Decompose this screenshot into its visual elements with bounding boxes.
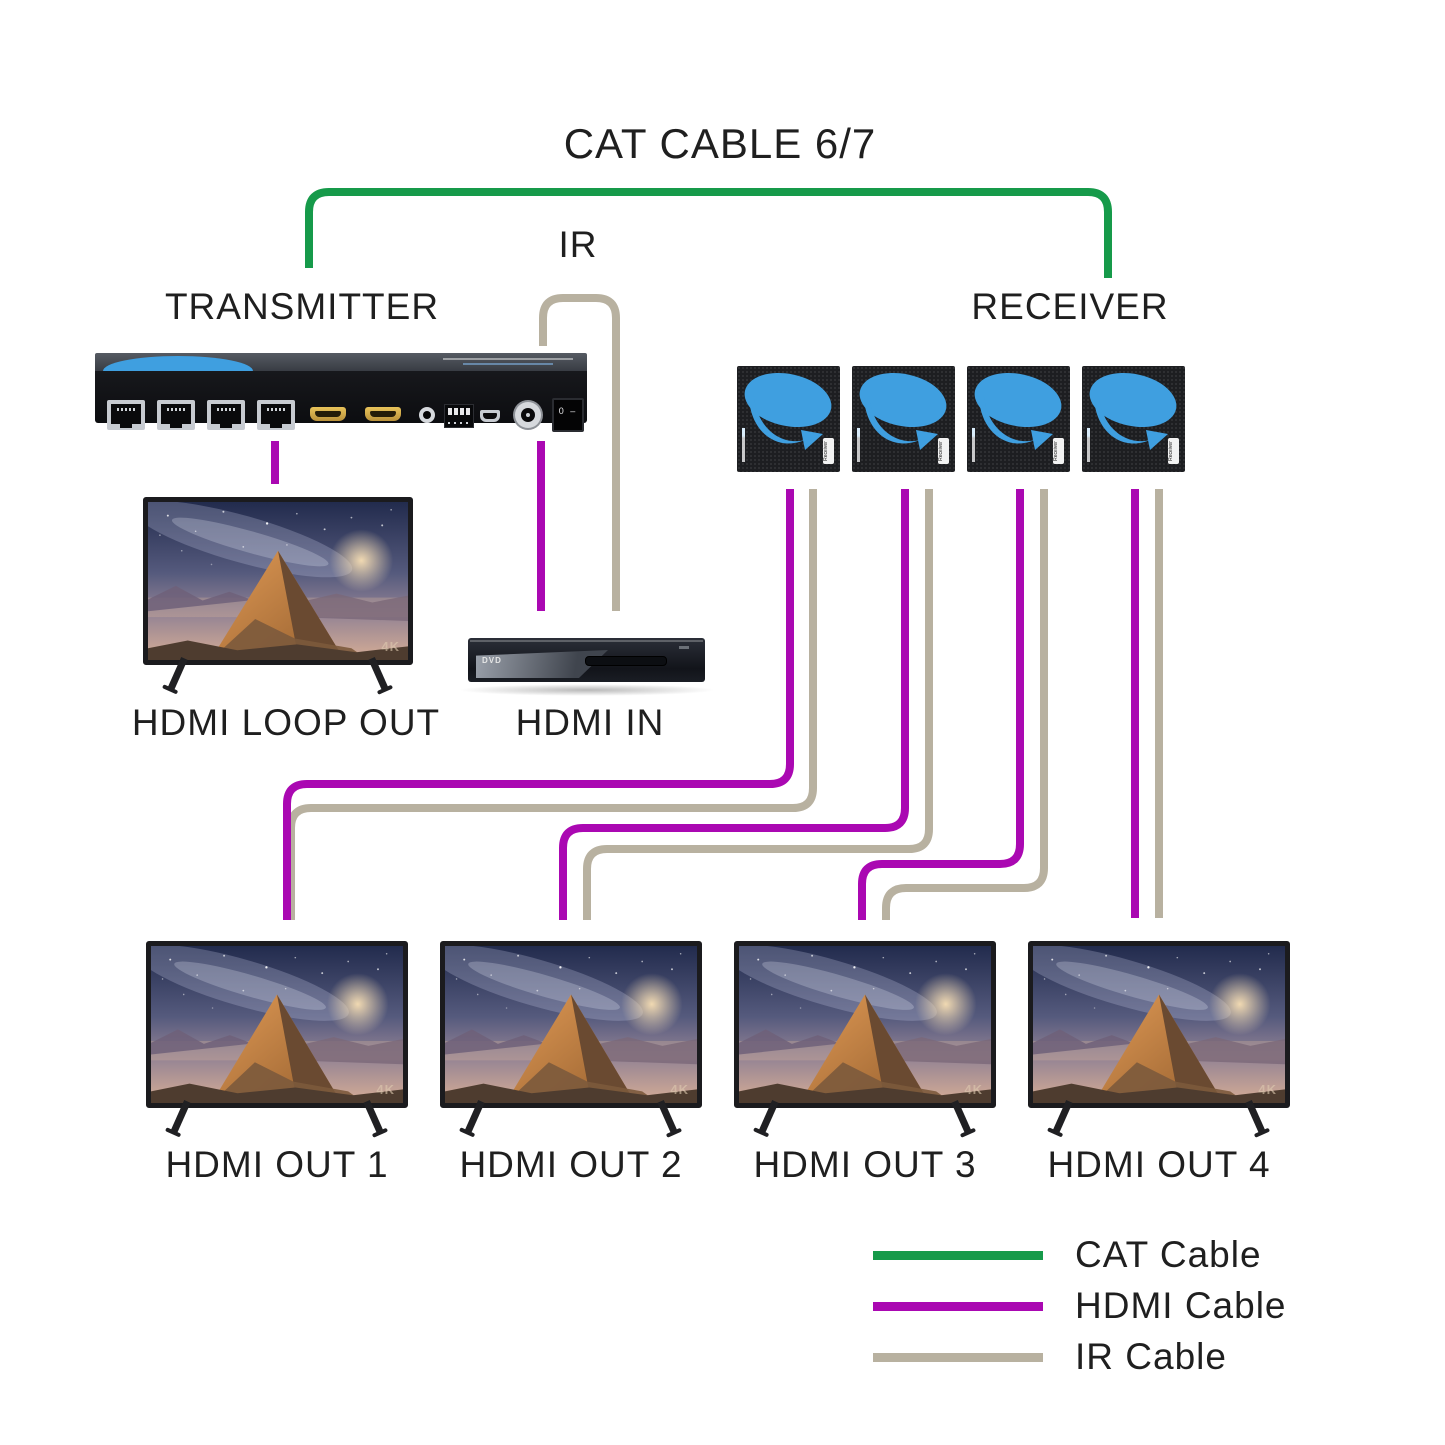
hdmi-loop-out-label: HDMI LOOP OUT — [131, 702, 441, 743]
receiver-badge: Receiver — [1168, 438, 1179, 464]
dip-switch-block — [444, 404, 474, 428]
ir-cable-rx2-to-tv2 — [583, 489, 933, 920]
transmitter-top-print-2 — [463, 363, 553, 365]
ir-jack-port — [419, 407, 435, 423]
receiver-unit-1: Receiver — [737, 365, 840, 472]
ir-cable-legend-label: IR Cable — [1075, 1336, 1227, 1377]
tv-screen-image — [151, 946, 403, 1103]
dvd-shadow — [458, 684, 716, 696]
receiver-side-print — [742, 428, 745, 462]
dc-power-jack — [515, 402, 541, 428]
mini-usb-port — [480, 410, 500, 422]
receiver-label: RECEIVER — [971, 286, 1169, 327]
hdmi-out-4-label: HDMI OUT 4 — [1047, 1144, 1271, 1185]
rj45-port-1 — [107, 400, 145, 430]
transmitter-front-panel: 0 – — [95, 371, 587, 432]
receiver-unit-2: Receiver — [852, 365, 955, 472]
legend-row-ir: IR Cable — [873, 1336, 1287, 1377]
receiver-side-print — [1087, 428, 1090, 462]
brand-logo-ellipse — [103, 356, 253, 371]
ir-cable-tx-to-source — [539, 294, 620, 611]
rj45-port-3 — [207, 400, 245, 430]
tv-hdmi-out-2: 4K — [440, 941, 702, 1134]
tv-hdmi-out-4: 4K — [1028, 941, 1290, 1134]
cat-cable-swatch — [873, 1250, 1043, 1260]
hdmi-out-1-label: HDMI OUT 1 — [165, 1144, 389, 1185]
tv-screen-image — [445, 946, 697, 1103]
power-switch: 0 – — [552, 398, 584, 432]
ir-cable-rx1-to-tv1 — [287, 489, 817, 920]
cat-cable-path — [305, 188, 1112, 278]
tv-4k-watermark: 4K — [964, 1082, 983, 1097]
hdmi-in-label: HDMI IN — [515, 702, 665, 743]
receiver-logo-swoosh — [864, 396, 938, 450]
cable-legend: CAT Cable HDMI Cable IR Cable — [873, 1234, 1287, 1389]
hdmi-loop-out-port — [310, 407, 346, 421]
legend-row-cat: CAT Cable — [873, 1234, 1287, 1275]
ir-cable-rx3-to-tv3 — [882, 489, 1048, 920]
cat-cable-legend-label: CAT Cable — [1075, 1234, 1262, 1275]
receiver-badge: Receiver — [823, 438, 834, 464]
tv-screen-image — [739, 946, 991, 1103]
power-switch-marks: 0 – — [558, 406, 578, 416]
dvd-power-button — [679, 646, 689, 649]
tv-hdmi-out-3: 4K — [734, 941, 996, 1134]
receiver-logo-swoosh — [1094, 396, 1168, 450]
legend-row-hdmi: HDMI Cable — [873, 1285, 1287, 1326]
hdmi-cable-rx2-to-tv2 — [559, 489, 909, 920]
tv-hdmi-loop-out: 4K — [143, 497, 413, 691]
hdmi-cable-rx3-to-tv3 — [858, 489, 1024, 920]
ir-label: IR — [558, 224, 598, 265]
ir-cable-swatch — [873, 1352, 1043, 1362]
tv-hdmi-out-1: 4K — [146, 941, 408, 1134]
dvd-player: DVD — [468, 638, 705, 682]
transmitter-device: 0 – — [95, 353, 587, 432]
receiver-badge: Receiver — [1053, 438, 1064, 464]
receiver-logo-swoosh — [749, 396, 823, 450]
transmitter-label: TRANSMITTER — [164, 286, 440, 327]
transmitter-top-print — [443, 358, 573, 360]
dvd-disc-tray — [585, 656, 667, 666]
hdmi-out-2-label: HDMI OUT 2 — [459, 1144, 683, 1185]
receiver-logo-swoosh — [979, 396, 1053, 450]
receiver-unit-4: Receiver — [1082, 365, 1185, 472]
receiver-side-print — [857, 428, 860, 462]
receiver-badge: Receiver — [938, 438, 949, 464]
hdmi-cable-swatch — [873, 1301, 1043, 1311]
rj45-port-4 — [257, 400, 295, 430]
dvd-logo: DVD — [482, 656, 502, 665]
receiver-unit-3: Receiver — [967, 365, 1070, 472]
rj45-port-2 — [157, 400, 195, 430]
diagram-title: CAT CABLE 6/7 — [563, 120, 877, 167]
tv-screen-image — [148, 502, 408, 660]
tv-4k-watermark: 4K — [1258, 1082, 1277, 1097]
transmitter-top-face — [95, 353, 587, 371]
hdmi-cable-rx1-to-tv1 — [283, 489, 794, 920]
tv-4k-watermark: 4K — [381, 639, 400, 654]
hdmi-cable-legend-label: HDMI Cable — [1075, 1285, 1287, 1326]
tv-4k-watermark: 4K — [376, 1082, 395, 1097]
tv-screen-image — [1033, 946, 1285, 1103]
hdmi-in-port — [365, 407, 401, 421]
receiver-side-print — [972, 428, 975, 462]
tv-4k-watermark: 4K — [670, 1082, 689, 1097]
hdmi-out-3-label: HDMI OUT 3 — [753, 1144, 977, 1185]
